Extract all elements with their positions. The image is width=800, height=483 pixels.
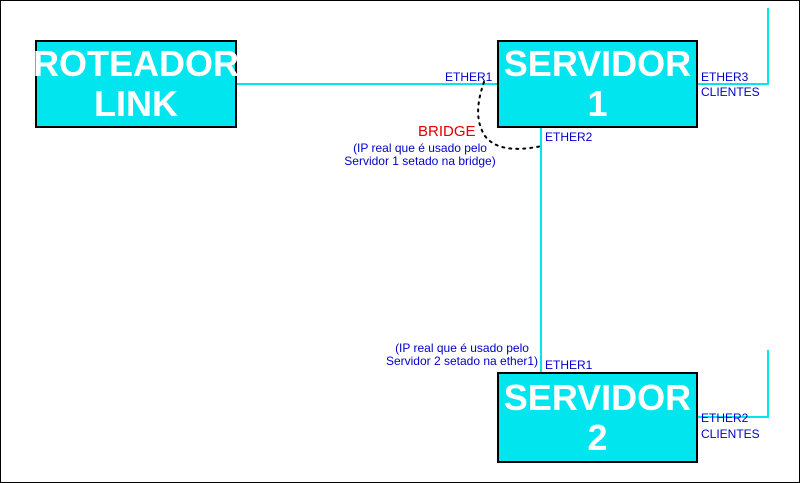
- router-label-line1: ROTEADOR: [33, 43, 239, 84]
- link-server1-clients: [698, 8, 769, 85]
- ether1-note: (IP real que é usado pelo Servidor 2 set…: [372, 342, 552, 368]
- bridge-label: BRIDGE: [418, 123, 476, 140]
- s1-ether2-label: ETHER2: [545, 130, 593, 144]
- s2-clients-label: CLIENTES: [701, 427, 760, 441]
- router-label-line2: LINK: [94, 83, 178, 124]
- server2-label: SERVIDOR 2: [503, 376, 692, 458]
- bridge-curve: [477, 81, 543, 150]
- server2-box: SERVIDOR 2: [497, 372, 698, 463]
- s1-clients-label: CLIENTES: [701, 85, 760, 99]
- server1-box: SERVIDOR 1: [497, 40, 698, 128]
- server1-label: SERVIDOR 1: [503, 43, 692, 124]
- ether1-note-line1: (IP real que é usado pelo: [395, 341, 529, 355]
- s2-ether1-label: ETHER1: [545, 358, 593, 372]
- bridge-note-line1: (IP real que é usado pelo: [353, 141, 487, 155]
- s1-ether3-label: ETHER3: [701, 70, 749, 84]
- s1-ether1-label: ETHER1: [445, 70, 493, 84]
- s2-ether2-label: ETHER2: [701, 411, 749, 425]
- link-server2-clients: [698, 350, 769, 418]
- bridge-note-line2: Servidor 1 setado na bridge): [344, 154, 496, 168]
- router-box: ROTEADOR LINK: [33, 40, 239, 128]
- ether1-note-line2: Servidor 2 setado na ether1): [385, 354, 539, 368]
- bridge-note: (IP real que é usado pelo Servidor 1 set…: [330, 142, 510, 168]
